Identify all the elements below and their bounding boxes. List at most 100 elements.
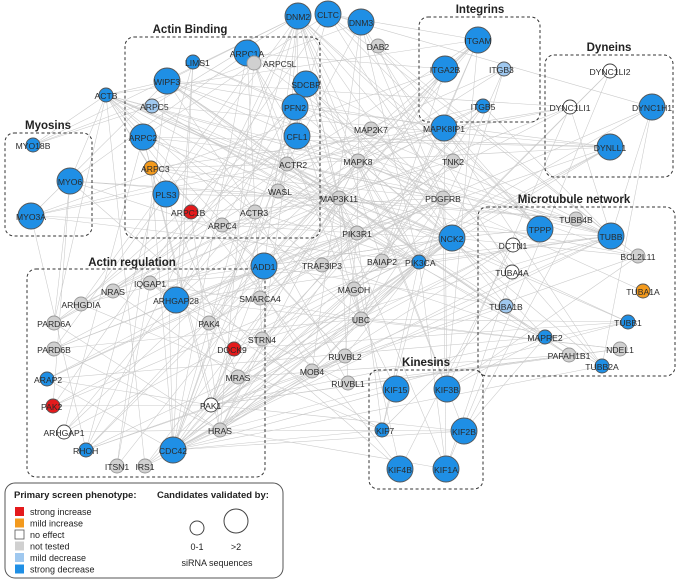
node-cfl1[interactable] (283, 122, 311, 150)
edge (53, 94, 107, 324)
node-pls3[interactable] (152, 180, 180, 208)
edge (105, 94, 453, 239)
node-nck2[interactable] (438, 224, 466, 252)
node-smarca4[interactable] (252, 290, 268, 306)
node-add1[interactable] (250, 252, 278, 280)
node-label: WIPF3 (154, 77, 180, 87)
node-actr3[interactable] (247, 204, 263, 220)
node-ruvbl1[interactable] (340, 375, 356, 391)
node-dync1h1[interactable] (638, 93, 666, 121)
node-traf3ip3[interactable] (314, 257, 330, 273)
node-pak4[interactable] (201, 315, 217, 331)
node-itsn1[interactable] (109, 458, 125, 474)
node-arpc3[interactable] (143, 160, 159, 176)
node-arpc5[interactable] (144, 98, 160, 114)
node-tuba1a[interactable] (635, 283, 651, 299)
node-arpc5l[interactable] (246, 55, 262, 71)
node-arhgdia[interactable] (73, 296, 89, 312)
node-dync1li2[interactable] (602, 63, 618, 79)
node-pik3ca[interactable] (411, 254, 427, 270)
edge (53, 160, 359, 324)
legend: Primary screen phenotype: strong increas… (4, 482, 284, 579)
node-dnm2[interactable] (284, 2, 312, 30)
node-dctn1[interactable] (505, 237, 521, 253)
node-strn4[interactable] (254, 331, 270, 347)
node-actr2[interactable] (279, 156, 295, 172)
node-arpc2[interactable] (129, 123, 157, 151)
node-magoh[interactable] (346, 281, 362, 297)
edge (353, 160, 454, 290)
node-pfn2[interactable] (281, 93, 309, 121)
node-map3k11[interactable] (331, 190, 347, 206)
node-tnk2[interactable] (445, 153, 461, 169)
node-mapk8[interactable] (350, 153, 366, 169)
node-dock9[interactable] (226, 341, 242, 357)
node-mob4[interactable] (304, 363, 320, 379)
node-arap2[interactable] (39, 371, 55, 387)
edge (443, 106, 571, 129)
node-lims1[interactable] (185, 54, 201, 70)
node-dab2[interactable] (370, 38, 386, 54)
node-pdgfrb[interactable] (435, 190, 451, 206)
node-myo3a[interactable] (17, 202, 45, 230)
node-tubb2a[interactable] (594, 358, 610, 374)
node-mras[interactable] (230, 369, 246, 385)
node-tubb1[interactable] (620, 314, 636, 330)
node-pak2[interactable] (45, 398, 61, 414)
node-itgb3[interactable] (496, 61, 512, 77)
edge (327, 13, 653, 108)
node-kif4b[interactable] (386, 455, 414, 483)
node-kif15[interactable] (382, 375, 410, 403)
node-itgam[interactable] (464, 26, 492, 54)
node-label: PIK3R1 (342, 229, 372, 239)
node-iqgap1[interactable] (142, 275, 158, 291)
node-arhgap28[interactable] (162, 286, 190, 314)
node-tuba4a[interactable] (504, 264, 520, 280)
node-dync1li1[interactable] (562, 99, 578, 115)
node-mapre2[interactable] (537, 329, 553, 345)
node-kif3b[interactable] (433, 375, 461, 403)
node-arhgap1[interactable] (56, 424, 72, 440)
node-tubb4b[interactable] (568, 211, 584, 227)
node-itgb5[interactable] (475, 98, 491, 114)
node-tubb[interactable] (597, 222, 625, 250)
node-pard6b[interactable] (46, 341, 62, 357)
node-kif1a[interactable] (432, 455, 460, 483)
node-dnm3[interactable] (347, 8, 375, 36)
node-map2k7[interactable] (363, 121, 379, 137)
node-pak1[interactable] (203, 397, 219, 413)
node-sdcbp[interactable] (292, 70, 320, 98)
node-mapk8ip1[interactable] (430, 114, 458, 142)
node-ndel1[interactable] (612, 341, 628, 357)
node-myo6[interactable] (56, 167, 84, 195)
node-label: BAIAP2 (367, 257, 397, 267)
node-arpc1b[interactable] (183, 204, 199, 220)
node-kif7[interactable] (374, 422, 390, 438)
node-bcl2l11[interactable] (630, 248, 646, 264)
node-tppp[interactable] (526, 215, 554, 243)
node-myo18b[interactable] (25, 137, 41, 153)
node-ubc[interactable] (353, 311, 369, 327)
node-pard6a[interactable] (46, 315, 62, 331)
node-dynll1[interactable] (596, 133, 624, 161)
node-cdc42[interactable] (159, 436, 187, 464)
node-cltc[interactable] (314, 0, 342, 28)
node-pafah1b1[interactable] (561, 347, 577, 363)
node-irs1[interactable] (137, 458, 153, 474)
node-actb[interactable] (98, 87, 114, 103)
node-tuba1b[interactable] (498, 298, 514, 314)
edge (321, 232, 358, 266)
node-arpc4[interactable] (214, 217, 230, 233)
node-baiap2[interactable] (374, 253, 390, 269)
node-hras[interactable] (212, 422, 228, 438)
node-rhoh[interactable] (78, 442, 94, 458)
node-kif2b[interactable] (450, 417, 478, 445)
node-pik3r1[interactable] (349, 225, 365, 241)
node-wipf3[interactable] (153, 67, 181, 95)
node-itga2b[interactable] (431, 55, 459, 83)
edge (569, 106, 612, 237)
node-nras[interactable] (105, 283, 121, 299)
node-ruvbl2[interactable] (337, 348, 353, 364)
node-wasl[interactable] (270, 183, 286, 199)
edge (305, 83, 420, 263)
